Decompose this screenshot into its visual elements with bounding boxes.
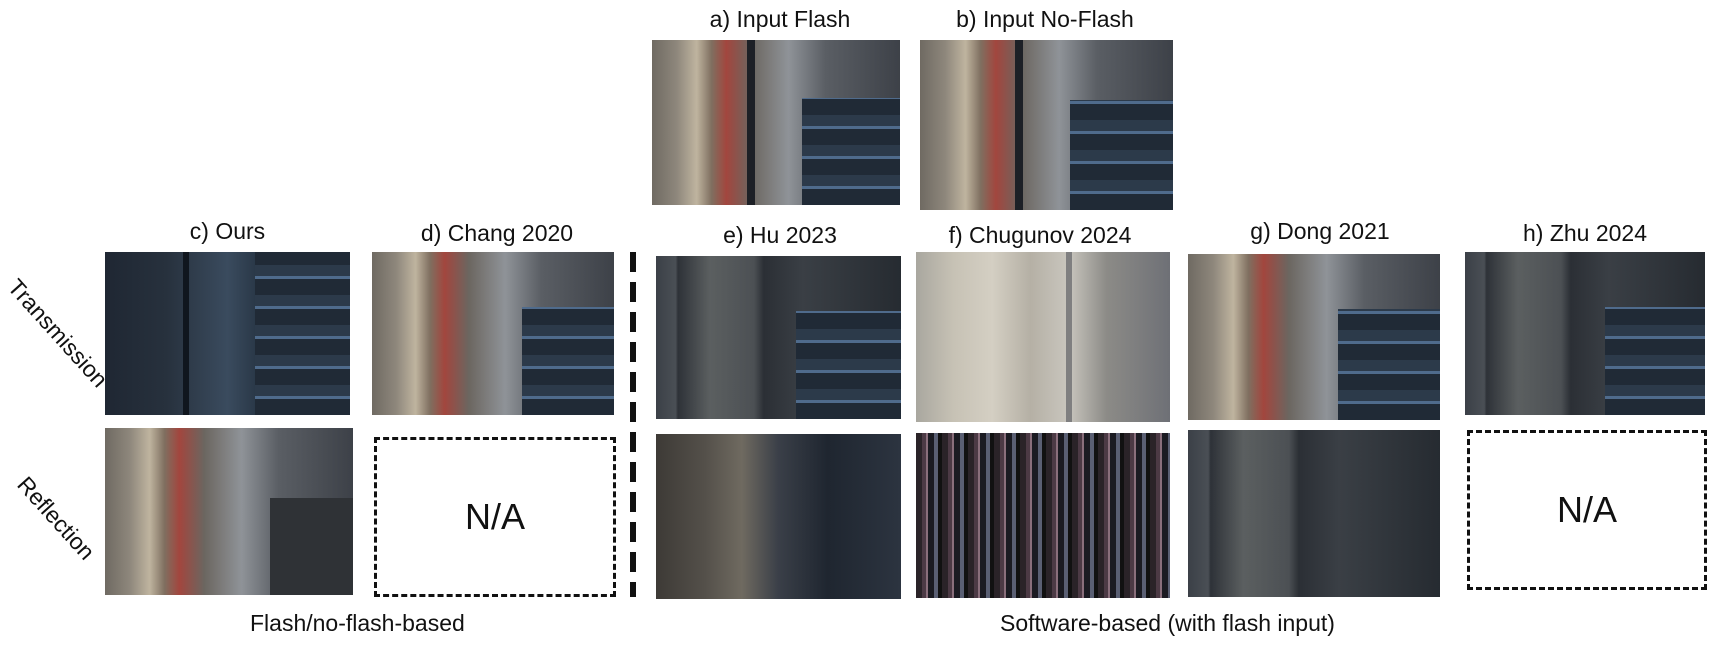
reflection-chang2020-na: N/A xyxy=(374,437,616,597)
panel-d-label: d) Chang 2020 xyxy=(420,220,574,246)
reflection-zhu2024-na: N/A xyxy=(1467,430,1707,590)
panel-h-label: h) Zhu 2024 xyxy=(1522,220,1648,246)
na-text: N/A xyxy=(464,496,525,537)
transmission-ours-image xyxy=(105,252,350,415)
panel-f-label: f) Chugunov 2024 xyxy=(948,222,1132,248)
reflection-hu2023-image xyxy=(656,434,901,599)
transmission-chugunov2024-image xyxy=(916,252,1170,422)
panel-c-label: c) Ours xyxy=(189,218,266,244)
input-noflash-image xyxy=(920,40,1173,210)
panel-g-label: g) Dong 2021 xyxy=(1250,218,1390,244)
reflection-dong2021-image xyxy=(1188,430,1440,597)
row-label-reflection: Reflection xyxy=(12,471,101,565)
reflection-chugunov2024-image xyxy=(916,433,1170,598)
input-flash-image xyxy=(652,40,900,205)
panel-b-label: b) Input No-Flash xyxy=(956,6,1134,32)
transmission-chang2020-image xyxy=(372,252,614,415)
panel-e-label: e) Hu 2023 xyxy=(723,222,837,248)
na-text: N/A xyxy=(1556,489,1617,530)
method-divider xyxy=(630,252,636,597)
panel-a-label: a) Input Flash xyxy=(709,6,851,32)
row-label-transmission: Transmission xyxy=(2,273,114,393)
transmission-zhu2024-image xyxy=(1465,252,1705,415)
transmission-hu2023-image xyxy=(656,256,901,419)
transmission-dong2021-image xyxy=(1188,254,1440,420)
caption-software-based: Software-based (with flash input) xyxy=(1000,610,1335,636)
reflection-ours-image xyxy=(105,428,353,595)
caption-flash-noflash: Flash/no-flash-based xyxy=(250,610,465,636)
